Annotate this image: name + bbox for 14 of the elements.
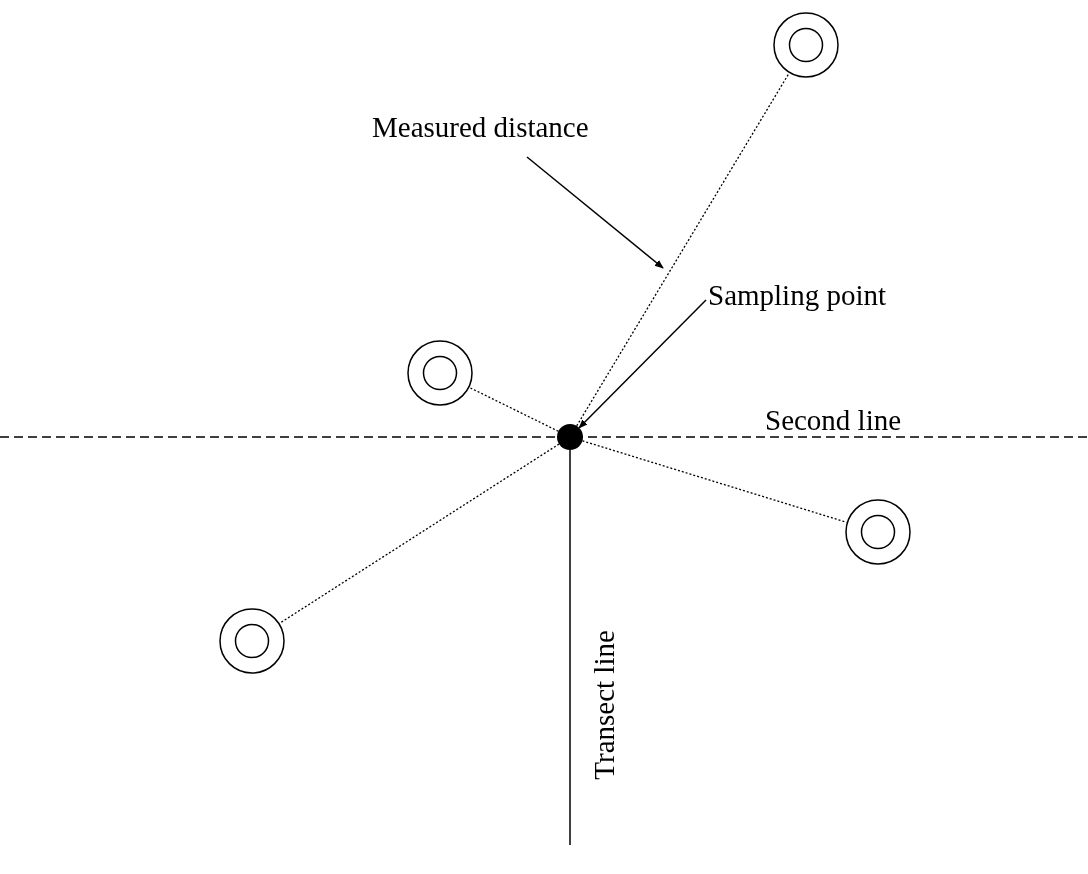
ring-marker: [845, 499, 911, 565]
ring-marker: [773, 12, 839, 78]
callout-text: Measured distance: [372, 112, 589, 144]
leader-arrow: [526, 156, 664, 269]
distance-line: [576, 72, 790, 427]
ring-marker: [219, 608, 285, 674]
distance-line: [279, 443, 560, 624]
distance-line: [468, 386, 559, 432]
leader-arrow: [578, 299, 707, 429]
ring-marker: [407, 340, 473, 406]
axis-label: Transect line: [588, 630, 621, 780]
sampling-point-dot: [557, 424, 583, 450]
line-label: Second line: [765, 405, 902, 437]
callout-text: Sampling point: [708, 280, 887, 312]
